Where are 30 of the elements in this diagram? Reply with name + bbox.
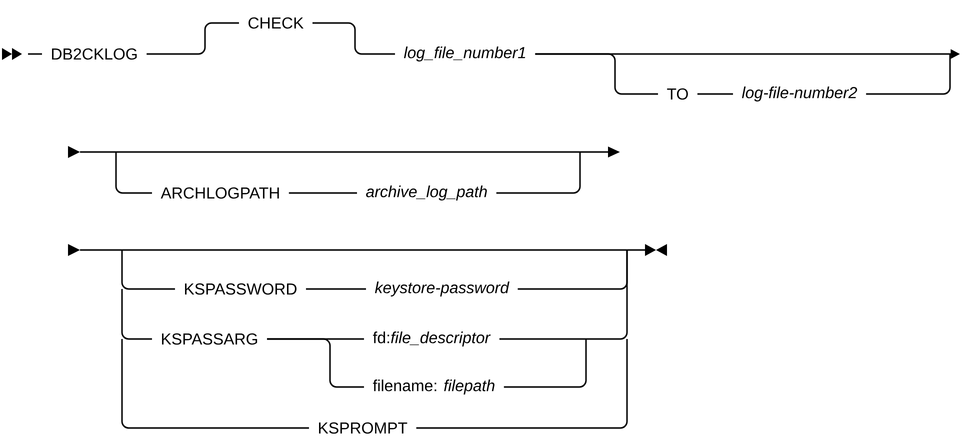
syntax-variable: log-file-number2	[742, 86, 858, 102]
rail-line	[499, 250, 628, 340]
rail-line	[416, 339, 628, 429]
rail-line	[115, 152, 152, 194]
rail-line	[496, 152, 581, 194]
rail-line	[312, 22, 395, 55]
syntax-keyword: TO	[667, 88, 688, 100]
syntax-keyword: ARCHLOGPATH	[160, 187, 279, 199]
rail-line	[288, 192, 357, 194]
rail-line	[866, 54, 951, 95]
syntax-variable: log_file_number1	[404, 46, 526, 62]
syntax-keyword: KSPASSARG	[162, 333, 258, 345]
syntax-keyword: fd:file_descriptor	[372, 332, 491, 346]
syntax-keyword: DB2CKLOG	[52, 48, 137, 60]
syntax-keyword: filename: filepath	[372, 380, 494, 394]
syntax-keyword: KSPASSWORD	[185, 283, 296, 295]
syntax-variable: keystore-password	[375, 282, 510, 296]
rail-line	[28, 53, 42, 55]
rail-line	[504, 339, 587, 388]
rail-line	[121, 250, 175, 290]
syntax-keyword: CHECK	[248, 17, 304, 29]
rail-line	[697, 93, 733, 95]
syntax-keyword: KSPROMPT	[319, 422, 408, 434]
syntax-variable: archive_log_path	[366, 186, 487, 200]
rail-line	[267, 338, 364, 388]
rail-line	[121, 339, 309, 429]
rail-line	[535, 53, 658, 95]
rail-line	[146, 22, 239, 55]
rail-line	[306, 288, 366, 290]
rail-line	[121, 289, 152, 340]
